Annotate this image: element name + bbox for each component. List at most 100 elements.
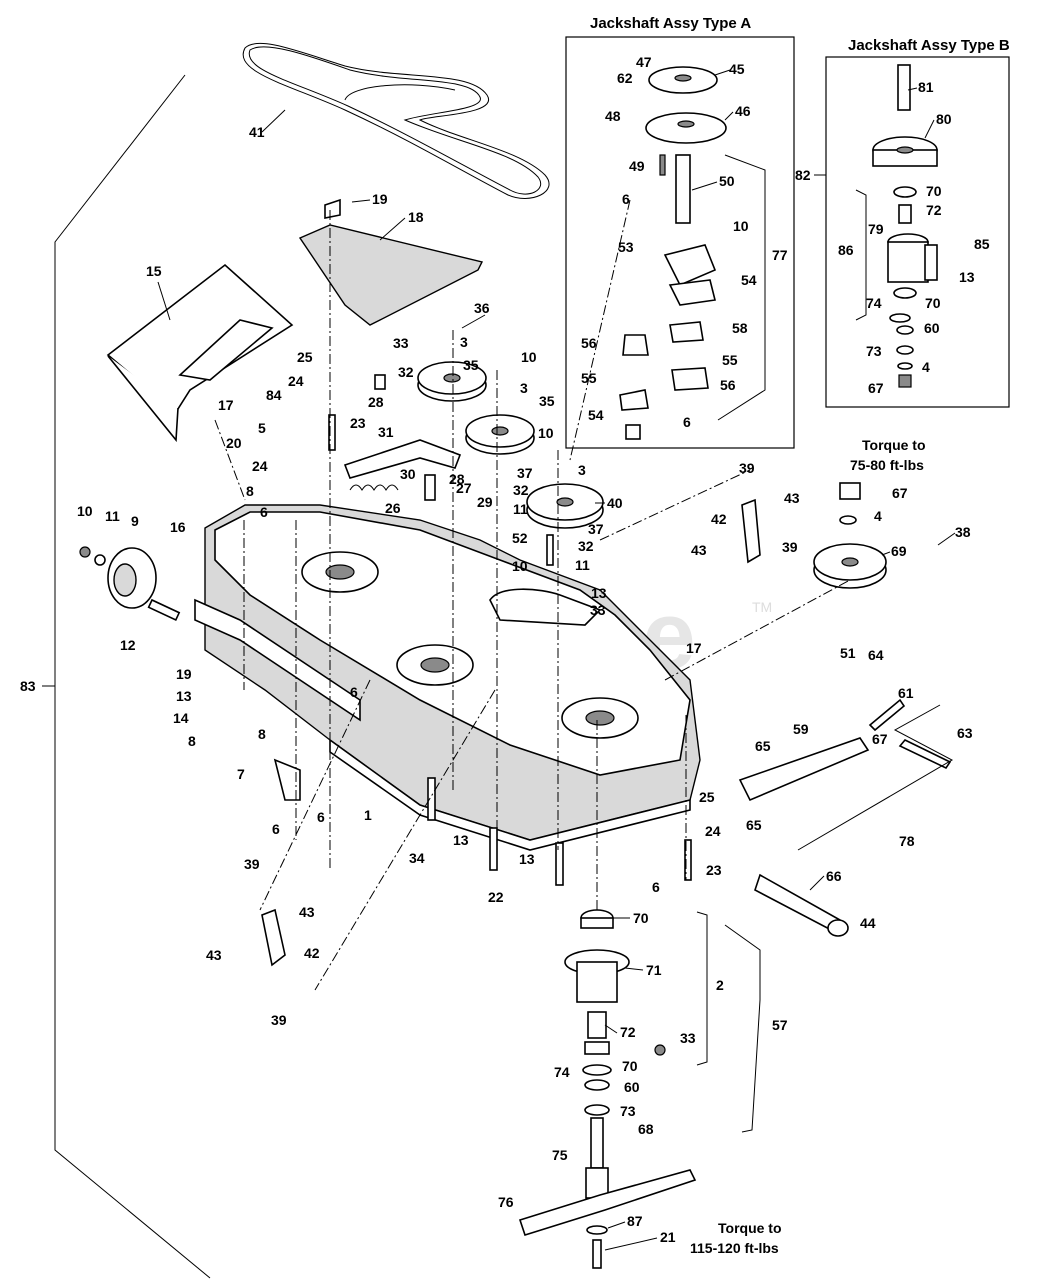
callout-43: 43 xyxy=(691,542,707,558)
callout-labels: 41 19 18 15 17 25 24 84 5 20 24 8 6 23 3… xyxy=(20,54,990,1245)
blade-bolt-21 xyxy=(592,1239,602,1269)
callout-17: 17 xyxy=(686,640,702,656)
ring-74-b xyxy=(889,313,911,323)
bolt-23 xyxy=(684,839,692,881)
flange-55-right xyxy=(669,321,704,343)
callout-54: 54 xyxy=(741,272,757,288)
callout-8: 8 xyxy=(188,733,196,749)
spindle-housing-71-body xyxy=(576,961,618,1003)
left-bracket xyxy=(194,598,361,722)
callout-60: 60 xyxy=(924,320,940,336)
torque-note-pulley-l2: 75-80 ft-lbs xyxy=(850,457,924,473)
callout-45: 45 xyxy=(729,61,745,77)
pulley-hub xyxy=(491,426,509,436)
bolt-23-top xyxy=(328,414,336,451)
callout-32: 32 xyxy=(398,364,414,380)
callout-60: 60 xyxy=(624,1079,640,1095)
callout-37: 37 xyxy=(588,521,604,537)
chute-side xyxy=(107,355,179,443)
callout-6: 6 xyxy=(260,504,268,520)
pulley-hub xyxy=(674,74,692,82)
callout-65: 65 xyxy=(755,738,771,754)
callout-74: 74 xyxy=(866,295,882,311)
callout-39: 39 xyxy=(271,1012,287,1028)
key-49 xyxy=(659,154,666,176)
callout-28: 28 xyxy=(368,394,384,410)
callout-12: 12 xyxy=(120,637,136,653)
hanger-42-upper xyxy=(741,498,761,564)
bearing-housing xyxy=(668,279,716,306)
callout-43: 43 xyxy=(206,947,222,963)
callout-10: 10 xyxy=(521,349,537,365)
watermark-trademark: TM xyxy=(752,599,772,615)
callout-6: 6 xyxy=(622,191,630,207)
callout-20: 20 xyxy=(226,435,242,451)
callout-4: 4 xyxy=(874,508,882,524)
callout-5: 5 xyxy=(258,420,266,436)
callout-67: 67 xyxy=(892,485,908,501)
type-b-box xyxy=(825,56,1010,408)
callout-23: 23 xyxy=(350,415,366,431)
callout-37: 37 xyxy=(517,465,533,481)
callout-36: 36 xyxy=(474,300,490,316)
callout-69: 69 xyxy=(891,543,907,559)
callout-43: 43 xyxy=(784,490,800,506)
callout-7: 7 xyxy=(237,766,245,782)
callout-10: 10 xyxy=(733,218,749,234)
bolt-22a xyxy=(489,827,498,871)
callout-44: 44 xyxy=(860,915,876,931)
callout-33: 33 xyxy=(393,335,409,351)
callout-63: 63 xyxy=(957,725,973,741)
callout-6: 6 xyxy=(652,879,660,895)
callout-18: 18 xyxy=(408,209,424,225)
callout-24: 24 xyxy=(705,823,721,839)
nut-67-b xyxy=(898,374,912,388)
callout-10: 10 xyxy=(512,558,528,574)
callout-1: 1 xyxy=(364,807,372,823)
wheel-bolt-12 xyxy=(147,598,181,621)
callout-3: 3 xyxy=(520,380,528,396)
bearing-70-body xyxy=(580,917,614,929)
callout-40: 40 xyxy=(607,495,623,511)
callout-24: 24 xyxy=(288,373,304,389)
leader-lines xyxy=(157,69,956,1251)
callout-87: 87 xyxy=(627,1213,643,1229)
callout-70: 70 xyxy=(926,183,942,199)
pulley-hub xyxy=(841,557,859,567)
callout-6: 6 xyxy=(683,414,691,430)
callout-70: 70 xyxy=(633,910,649,926)
callout-67: 67 xyxy=(872,731,888,747)
callout-11: 11 xyxy=(105,508,120,524)
callout-21: 21 xyxy=(660,1229,676,1245)
callout-61: 61 xyxy=(898,685,914,701)
alignment-line xyxy=(314,689,496,991)
flange-56-left xyxy=(622,334,649,356)
callout-26: 26 xyxy=(385,500,401,516)
callout-85: 85 xyxy=(974,236,990,252)
bearing-70-bottom xyxy=(584,1041,610,1055)
callout-6: 6 xyxy=(317,809,325,825)
flange-55-left xyxy=(619,389,649,411)
callout-27: 27 xyxy=(456,480,472,496)
callout-19: 19 xyxy=(176,666,192,682)
arm-66-end xyxy=(827,919,849,937)
bolt-34 xyxy=(427,777,436,821)
callout-75: 75 xyxy=(552,1147,568,1163)
callout-73: 73 xyxy=(620,1103,636,1119)
belt-41-inner xyxy=(248,46,541,195)
callout-39: 39 xyxy=(739,460,755,476)
callout-43: 43 xyxy=(299,904,315,920)
callout-22: 22 xyxy=(488,889,504,905)
washer-60-b xyxy=(896,325,914,335)
callout-28: 28 xyxy=(449,471,465,487)
callout-81: 81 xyxy=(918,79,934,95)
callout-25: 25 xyxy=(297,349,313,365)
belt-41-loop xyxy=(344,84,456,101)
callout-74: 74 xyxy=(554,1064,570,1080)
callout-39: 39 xyxy=(244,856,260,872)
callout-19: 19 xyxy=(372,191,388,207)
torque-note-blade-l2: 115-120 ft-lbs xyxy=(690,1240,779,1256)
callout-59: 59 xyxy=(793,721,809,737)
bracket-83 xyxy=(54,74,211,1279)
